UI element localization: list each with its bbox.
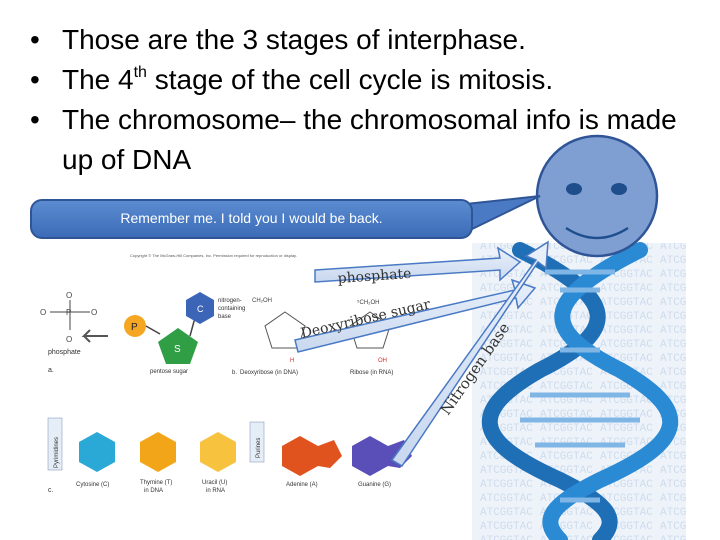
bullet-text-1: Those are the 3 stages of interphase. xyxy=(62,24,526,55)
bullet-text-2-pre: The 4 xyxy=(62,64,134,95)
pyrimidines-label: Pyrimidines xyxy=(54,437,60,468)
phosphate-arrow xyxy=(314,246,522,283)
bullet-item-2: • The 4th stage of the cell cycle is mito… xyxy=(30,60,710,100)
thymine-label-2: in DNA xyxy=(144,488,163,494)
adenine-ring-2 xyxy=(318,440,342,468)
svg-text:O: O xyxy=(91,308,97,317)
base-label-1: nitrogen- xyxy=(218,298,242,304)
base-label-3: base xyxy=(218,314,232,320)
svg-text:OH: OH xyxy=(378,358,387,364)
guanine-ring xyxy=(352,436,388,476)
callout-box: Remember me. I told you I would be back. xyxy=(30,199,473,239)
bullet-text-2-sup: th xyxy=(133,64,147,81)
base-letter: C xyxy=(197,304,204,314)
smiley-mouth xyxy=(565,226,629,240)
part-b-label: b. xyxy=(232,370,237,376)
phosphate-letter: P xyxy=(131,322,138,333)
svg-text:O: O xyxy=(40,308,46,317)
phosphate-annotation: phosphate xyxy=(337,266,412,287)
svg-text:O: O xyxy=(66,291,72,300)
sugar-letter: S xyxy=(174,344,181,355)
bullet-item-3: • The chromosome– the chromosomal info is… xyxy=(30,100,710,180)
svg-text:⁵CH₂OH: ⁵CH₂OH xyxy=(357,299,379,306)
purines-label: Purines xyxy=(256,438,262,458)
adenine-label: Adenine (A) xyxy=(286,482,318,488)
purines-tab xyxy=(249,421,265,463)
svg-text:H: H xyxy=(290,358,294,364)
sugar-arrow xyxy=(294,278,537,353)
bullet-dot: • xyxy=(30,64,40,95)
cytosine-ring xyxy=(79,432,115,472)
part-a-label: a. xyxy=(48,367,54,374)
guanine-label: Guanine (G) xyxy=(358,482,391,488)
pentose-label: pentose sugar xyxy=(150,369,188,375)
bullet-list: • Those are the 3 stages of interphase. •… xyxy=(30,20,710,180)
base-hexagon xyxy=(186,292,214,324)
smiley-left-eye xyxy=(566,183,582,195)
smiley-face xyxy=(535,134,659,258)
uracil-label-1: Uracil (U) xyxy=(202,480,227,486)
smiley-right-eye xyxy=(611,183,627,195)
phosphate-circle xyxy=(124,315,146,337)
sugar-pentagon xyxy=(158,328,198,364)
phosphate-label: phosphate xyxy=(48,349,81,356)
phosphate-group-structure xyxy=(50,300,90,330)
part-c-label: c. xyxy=(48,487,54,494)
cytosine-label: Cytosine (C) xyxy=(76,482,109,488)
dna-double-helix xyxy=(481,242,679,540)
back-arrow-icon xyxy=(81,329,108,343)
uracil-ring xyxy=(200,432,236,472)
pyrimidines-tab xyxy=(47,417,63,471)
adenine-ring xyxy=(282,436,318,476)
callout-tail xyxy=(464,195,541,232)
bullet-dot: • xyxy=(30,104,40,135)
deoxyribose-label: Deoxyribose (in DNA) xyxy=(240,370,298,376)
ribose-label: Ribose (in RNA) xyxy=(350,370,393,376)
svg-text:CH₂OH: CH₂OH xyxy=(252,298,272,304)
thymine-ring xyxy=(140,432,176,472)
thymine-label-1: Thymine (T) xyxy=(140,480,172,486)
figure-copyright: Copyright © The McGraw-Hill Companies, I… xyxy=(130,253,297,258)
svg-text:O: O xyxy=(66,335,72,344)
bullet-text-2-post: stage of the cell cycle is mitosis. xyxy=(146,64,554,95)
base-arrow xyxy=(390,240,549,468)
bullet-text-3: The chromosome– the chromosomal info is … xyxy=(62,104,677,175)
svg-text:P: P xyxy=(66,308,71,317)
bullet-item-1: • Those are the 3 stages of interphase. xyxy=(30,20,710,60)
callout-text: Remember me. I told you I would be back. xyxy=(120,210,383,226)
nucleotide-figure: Copyright © The McGraw-Hill Companies, I… xyxy=(40,253,412,494)
bullet-dot: • xyxy=(30,24,40,55)
uracil-label-2: in RNA xyxy=(206,488,225,494)
base-label-2: containing xyxy=(218,306,245,312)
